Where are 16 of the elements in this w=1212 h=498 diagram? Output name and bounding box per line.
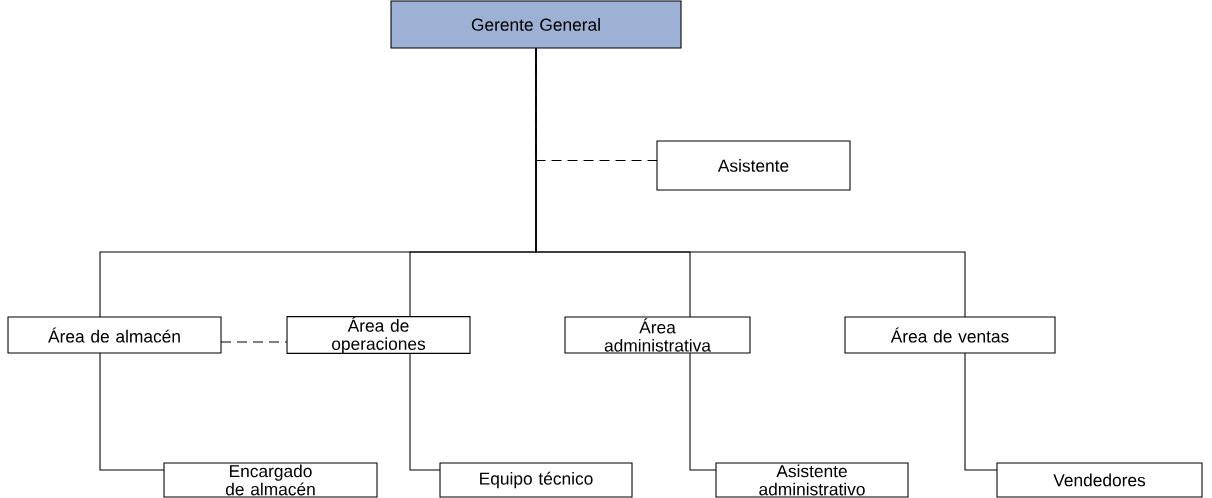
org-box: Área de operaciones bbox=[286, 316, 471, 354]
title-box: Gerente General bbox=[390, 0, 682, 49]
connector-line bbox=[409, 352, 441, 471]
connector-line bbox=[964, 352, 998, 471]
org-box: Área de almacén bbox=[7, 316, 222, 354]
org-box: Vendedores bbox=[996, 462, 1203, 498]
org-box: Encargado de almacén bbox=[163, 462, 378, 498]
org-box: Área de ventas bbox=[844, 316, 1056, 354]
connector-line bbox=[99, 352, 165, 471]
org-box: Equipo técnico bbox=[439, 462, 633, 498]
connector-line bbox=[220, 341, 288, 343]
org-box: Área administrativa bbox=[564, 316, 751, 354]
org-box: Asistente bbox=[656, 140, 851, 191]
connector-line bbox=[535, 47, 966, 318]
connector-line bbox=[689, 352, 717, 471]
org-box: Asistente administrativo bbox=[715, 462, 909, 498]
